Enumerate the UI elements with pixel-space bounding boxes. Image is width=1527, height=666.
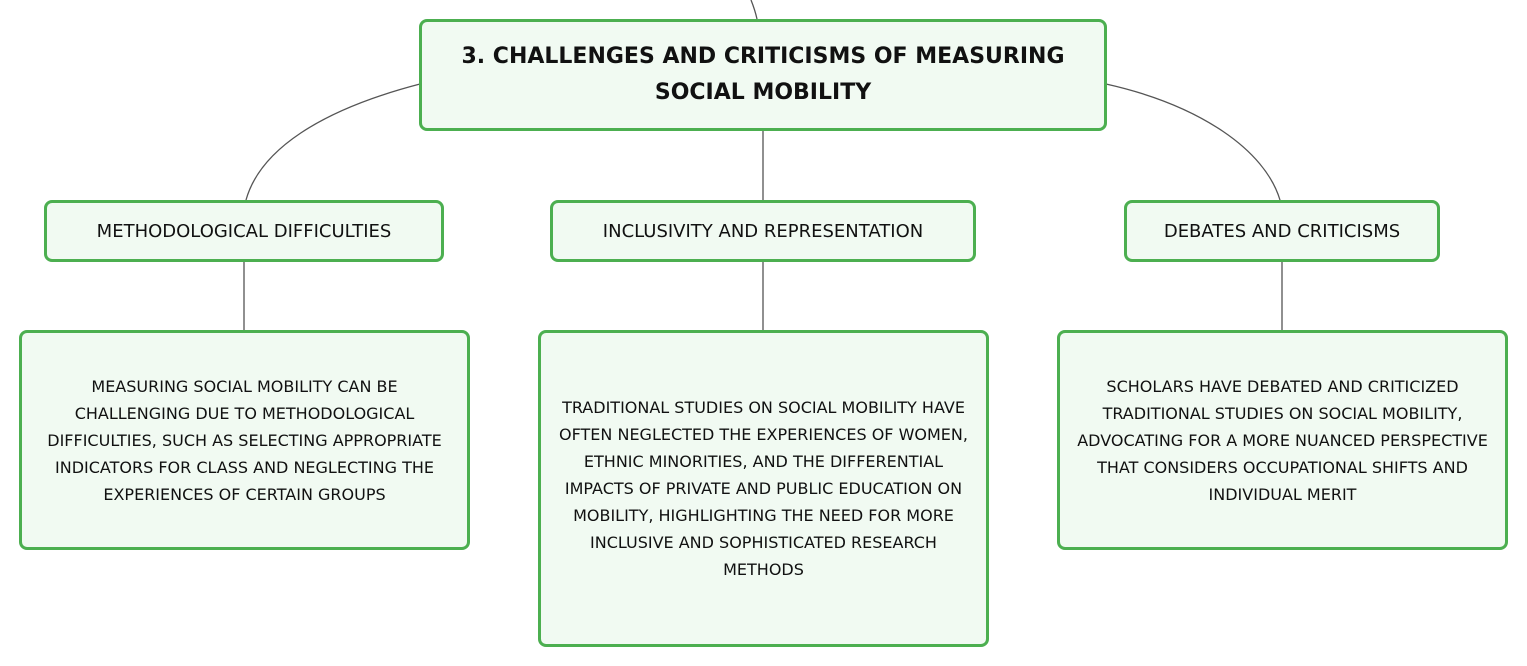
connector-parent-to-root (750, 0, 758, 20)
branch-title: INCLUSIVITY AND REPRESENTATION (602, 220, 924, 242)
detail-text: MEASURING SOCIAL MOBILITY CAN BE CHALLEN… (47, 376, 442, 504)
detail-text: TRADITIONAL STUDIES ON SOCIAL MOBILITY H… (559, 398, 968, 579)
detail-text: SCHOLARS HAVE DEBATED AND CRITICIZED TRA… (1077, 376, 1488, 504)
detail-node-methodological-difficulties[interactable]: MEASURING SOCIAL MOBILITY CAN BE CHALLEN… (19, 330, 470, 550)
branch-node-debates-and-criticisms[interactable]: DEBATES AND CRITICISMS (1124, 200, 1440, 262)
connector-root-to-branch-3 (1105, 83, 1281, 201)
branch-title: DEBATES AND CRITICISMS (1163, 220, 1401, 242)
branch-node-methodological-difficulties[interactable]: METHODOLOGICAL DIFFICULTIES (44, 200, 444, 262)
branch-title: METHODOLOGICAL DIFFICULTIES (96, 220, 392, 242)
detail-node-inclusivity-and-representation[interactable]: TRADITIONAL STUDIES ON SOCIAL MOBILITY H… (538, 330, 989, 647)
root-topic-node[interactable]: 3. CHALLENGES AND CRITICISMS OF MEASURIN… (419, 19, 1107, 131)
detail-node-debates-and-criticisms[interactable]: SCHOLARS HAVE DEBATED AND CRITICIZED TRA… (1057, 330, 1508, 550)
root-topic-title: 3. CHALLENGES AND CRITICISMS OF MEASURIN… (461, 44, 1065, 105)
branch-node-inclusivity-and-representation[interactable]: INCLUSIVITY AND REPRESENTATION (550, 200, 976, 262)
connector-root-to-branch-1 (245, 83, 421, 201)
